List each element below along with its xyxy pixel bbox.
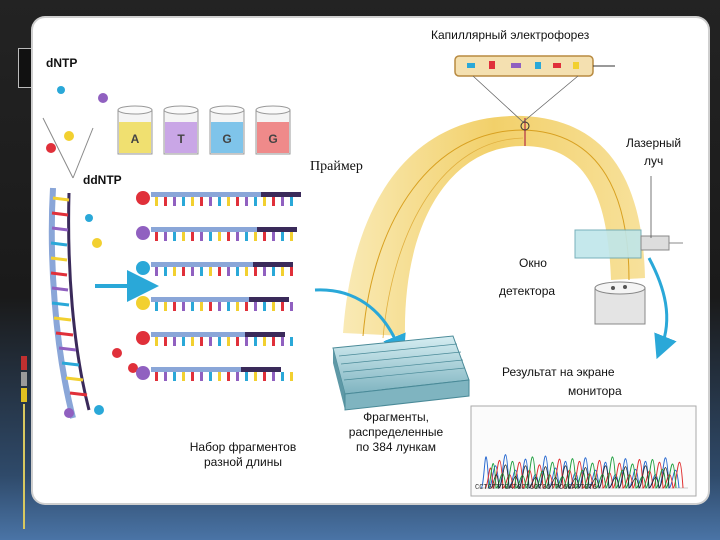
dye-marker (136, 261, 150, 275)
laser-beam-label-line2: луч (644, 154, 663, 169)
ddntp-label: ddNTP (83, 173, 122, 188)
template-dna (43, 118, 93, 418)
beaker: G (256, 106, 290, 154)
dna-fragment (136, 366, 293, 381)
fragments-plate-label-line3: по 384 лункам (321, 440, 471, 455)
dntp-label: dNTP (46, 56, 77, 71)
dna-fragment (136, 261, 293, 276)
beaker-letter: G (222, 132, 231, 146)
fragment-set (136, 191, 301, 381)
monitor-result-label-line1: Результат на экране (502, 365, 615, 380)
dye-marker (136, 191, 150, 205)
sequence-readout: CCTGTTTGATGCTGGTGGTTCGGATTGTG (475, 484, 597, 493)
dye-marker (136, 296, 150, 310)
fragments-plate-label: Фрагменты, распределенные по 384 лункам (321, 410, 471, 455)
dna-fragment (136, 226, 297, 241)
fragments-plate-label-line2: распределенные (321, 425, 471, 440)
fragments-plate-label-line1: Фрагменты, (321, 410, 471, 425)
primer-label: Праймер (310, 159, 363, 174)
beaker: A (118, 106, 152, 154)
beaker: T (164, 106, 198, 154)
slide-side-mark-gray (21, 372, 27, 386)
dna-fragment (136, 191, 301, 206)
detector-canister (595, 282, 645, 324)
beaker-letter: T (177, 132, 185, 146)
slide-side-mark-red (21, 356, 27, 370)
beaker: G (210, 106, 244, 154)
slide-side-mark-yellow (21, 388, 27, 402)
arrow-to-monitor (649, 258, 667, 348)
dye-marker (136, 331, 150, 345)
capillary-electrophoresis-label: Капиллярный электрофорез (431, 28, 589, 43)
capillary-tube (455, 56, 615, 122)
slide-side-line (23, 404, 25, 529)
dye-marker (136, 366, 150, 380)
detector-window-label-line2: детектора (499, 284, 555, 299)
fragment-set-label-line1: Набор фрагментов (163, 440, 323, 455)
fragment-set-label: Набор фрагментов разной длины (163, 440, 323, 470)
laser-beam-label-line1: Лазерный (626, 136, 681, 151)
fragment-set-label-line2: разной длины (163, 455, 323, 470)
dna-fragment (136, 331, 293, 346)
well-plate (333, 336, 469, 410)
monitor-result-label-line2: монитора (568, 384, 622, 399)
diagram-panel: A T G G Капиллярный электрофорез dNTP ddNTP… (33, 18, 708, 503)
beaker-letter: G (268, 132, 277, 146)
monitor-chromatogram (471, 406, 696, 496)
slide-corner-decoration (18, 48, 32, 88)
beaker-letter: A (131, 132, 140, 146)
detector-window-label-line1: Окно (519, 256, 547, 271)
dna-fragment (136, 296, 293, 311)
dye-marker (136, 226, 150, 240)
